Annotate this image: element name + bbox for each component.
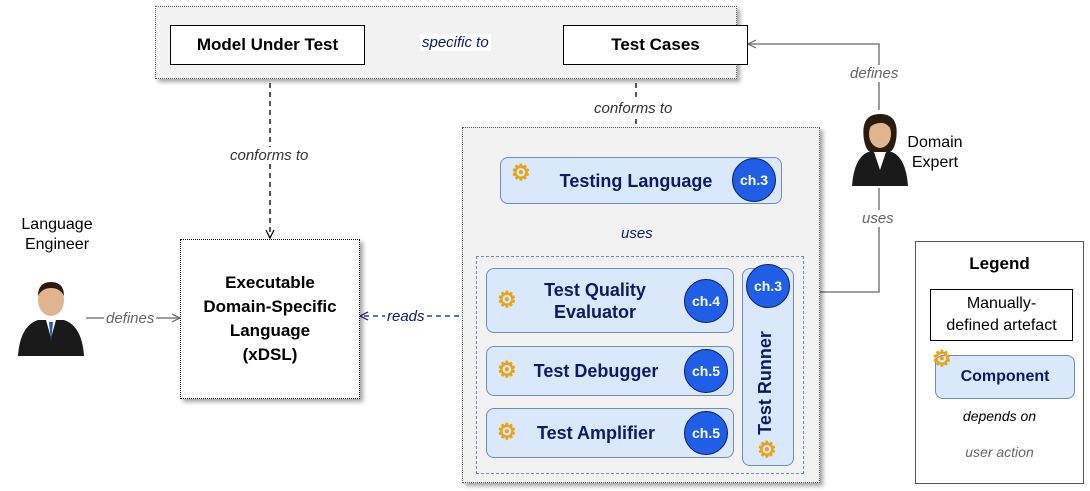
- legend-title: Legend: [969, 254, 1030, 273]
- legend-artefact-line-2: defined artefact: [946, 317, 1057, 334]
- defines-left-label: defines: [104, 310, 157, 327]
- tqe-chapter: ch.4: [691, 293, 720, 309]
- tqe-line-1: Test Quality: [544, 279, 646, 300]
- testing-language-chapter: ch.3: [739, 172, 768, 188]
- tqe-chapter-badge: ch.4: [684, 279, 728, 323]
- uses-expert-label: uses: [860, 210, 896, 227]
- legend-depends-on-label: depends on: [962, 408, 1037, 424]
- legend-artefact-line-1: Manually-: [966, 295, 1037, 312]
- xdsl-line-4: (xDSL): [242, 345, 298, 364]
- specific-to-label: specific to: [420, 34, 491, 51]
- language-engineer-line-2: Engineer: [24, 236, 90, 253]
- test-tools-group: [476, 256, 804, 474]
- gear-icon: ⚙: [497, 287, 517, 312]
- test-amplifier-chapter-badge: ch.5: [684, 411, 728, 455]
- defines-right-label: defines: [848, 65, 901, 82]
- legend-artefact-sample: Manually- defined artefact: [930, 289, 1073, 341]
- model-under-test-label: Model Under Test: [196, 35, 339, 54]
- xdsl-line-1: Executable: [225, 273, 315, 292]
- xdsl-box: Executable Domain-Specific Language (xDS…: [180, 239, 360, 399]
- test-runner-label: Test Runner: [755, 331, 775, 435]
- tqe-line-2: Evaluator: [553, 301, 637, 322]
- gear-icon: ⚙: [511, 160, 531, 185]
- testing-language-label: Testing Language: [559, 170, 713, 191]
- conforms-to-right-label: conforms to: [592, 100, 675, 117]
- language-engineer-icon: [18, 282, 84, 356]
- testing-language-component: ⚙ Testing Language: [500, 157, 782, 204]
- domain-expert-line-1: Domain: [907, 134, 963, 151]
- test-debugger-label: Test Debugger: [533, 361, 659, 381]
- language-engineer-label: Language Engineer: [2, 215, 112, 255]
- domain-expert-line-2: Expert: [911, 154, 959, 171]
- gear-icon: ⚙: [497, 419, 517, 444]
- uses-internal-label: uses: [619, 225, 655, 242]
- gear-icon: ⚙: [757, 437, 777, 462]
- xdsl-line-2: Domain-Specific: [203, 297, 337, 316]
- test-debugger-chapter-badge: ch.5: [684, 349, 728, 393]
- reads-label: reads: [385, 308, 427, 325]
- test-runner-chapter: ch.3: [753, 278, 782, 294]
- gear-icon: ⚙: [932, 346, 952, 371]
- legend-component-sample: ⚙ Component: [932, 348, 1075, 399]
- test-cases-label: Test Cases: [611, 35, 700, 54]
- testing-language-chapter-badge: ch.3: [732, 158, 776, 202]
- test-amplifier-chapter: ch.5: [691, 425, 720, 441]
- edge-defines-right: [748, 44, 880, 110]
- domain-expert-label: Domain Expert: [890, 133, 980, 173]
- legend-user-action-label: user action: [965, 444, 1034, 460]
- test-amplifier-label: Test Amplifier: [536, 423, 656, 443]
- test-debugger-chapter: ch.5: [691, 363, 720, 379]
- legend-component-label: Component: [960, 368, 1050, 385]
- language-engineer-line-1: Language: [21, 216, 93, 233]
- model-under-test-box: Model Under Test: [170, 25, 365, 65]
- test-cases-box: Test Cases: [563, 25, 748, 65]
- xdsl-line-3: Language: [229, 321, 311, 340]
- gear-icon: ⚙: [497, 357, 517, 382]
- test-runner-chapter-badge: ch.3: [746, 264, 790, 308]
- conforms-to-left-label: conforms to: [228, 147, 311, 164]
- domain-expert-icon: [852, 114, 908, 186]
